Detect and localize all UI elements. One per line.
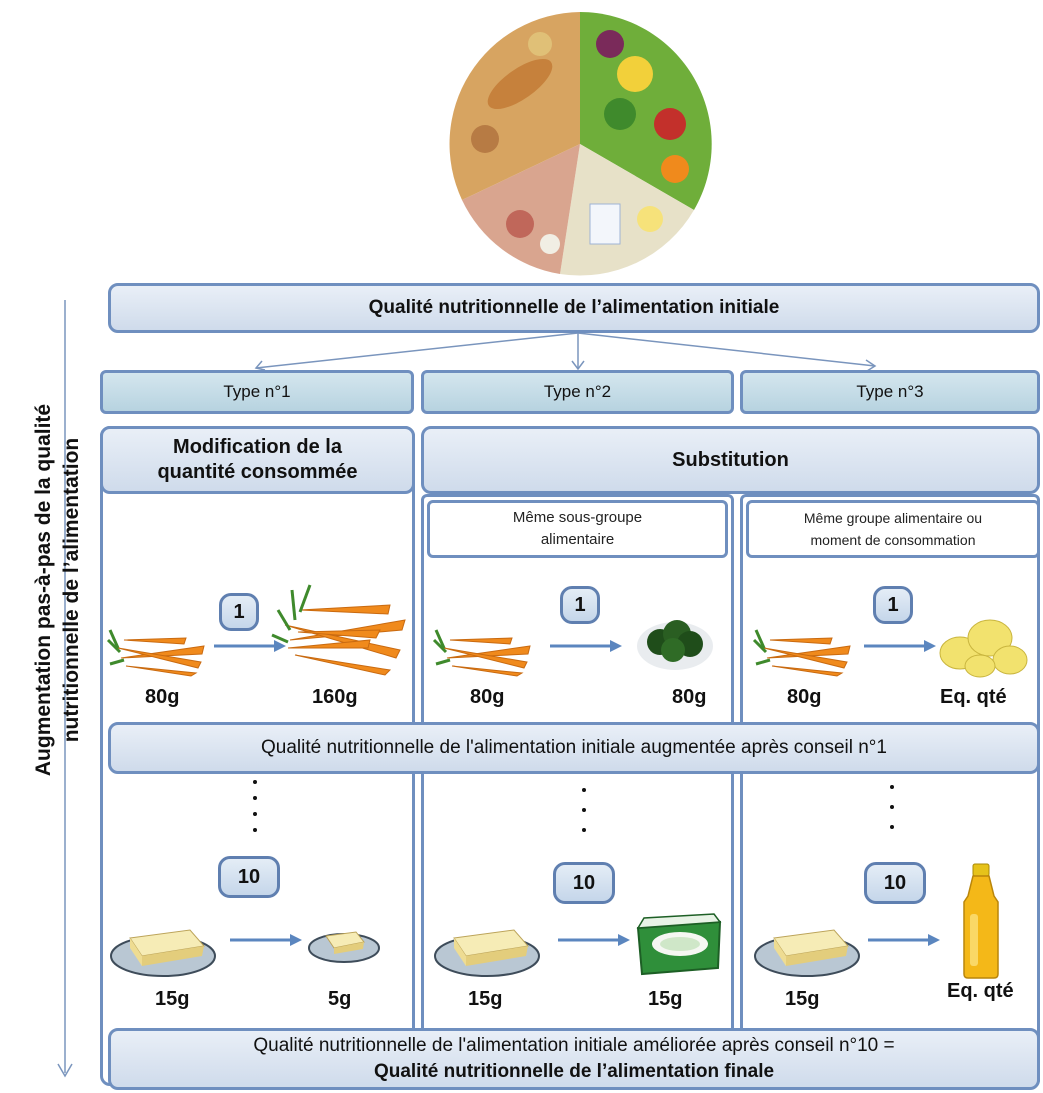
- step-10-badge: 10: [553, 862, 615, 904]
- step-1-badge: 1: [219, 593, 259, 631]
- quantity-from: 15g: [468, 988, 503, 1010]
- final-quality-box: Qualité nutritionnelle de l'alimentation…: [108, 1028, 1040, 1090]
- side-label: Augmentation pas-à-pas de la qualité nut…: [32, 403, 83, 777]
- arrow-icon: [230, 934, 302, 946]
- quantity-to: Eq. qté: [940, 686, 1007, 708]
- branch-arrows: [254, 333, 877, 372]
- same-subgroup-header: Même sous-groupe alimentaire: [427, 500, 728, 558]
- quantity-from: 80g: [145, 686, 180, 708]
- carrot-icon: [432, 629, 531, 677]
- butter-icon: [110, 929, 216, 977]
- butter-icon: [754, 929, 860, 977]
- carrot-icon: [106, 629, 205, 677]
- quantity-from: 80g: [470, 686, 505, 708]
- arrow-icon: [868, 934, 940, 946]
- step-1-badge: 1: [873, 586, 913, 624]
- continuation-dot: [253, 796, 257, 800]
- carrot-icon: [752, 629, 851, 677]
- continuation-dot: [253, 780, 257, 784]
- food-plate-icon: [449, 12, 712, 276]
- margarine-icon: [636, 913, 722, 976]
- spinach-icon: [637, 620, 713, 670]
- type-3-header: Type n°3: [740, 370, 1040, 414]
- quality-after-advice-1-box: Qualité nutritionnelle de l'alimentation…: [108, 722, 1040, 774]
- arrow-icon: [214, 640, 286, 652]
- continuation-dot: [890, 785, 894, 789]
- step-1-badge: 1: [560, 586, 600, 624]
- potato-icon: [939, 619, 1028, 678]
- arrow-icon: [550, 640, 622, 652]
- quantity-to: 80g: [672, 686, 707, 708]
- continuation-dot: [582, 808, 586, 812]
- continuation-dot: [890, 825, 894, 829]
- initial-quality-box: Qualité nutritionnelle de l’alimentation…: [108, 283, 1040, 333]
- quantity-from: 80g: [787, 686, 822, 708]
- carrot-icon: [271, 584, 406, 676]
- continuation-dot: [582, 788, 586, 792]
- quantity-to: Eq. qté: [947, 980, 1014, 1002]
- continuation-dot: [253, 812, 257, 816]
- continuation-dot: [253, 828, 257, 832]
- continuation-dot: [582, 828, 586, 832]
- type-2-header: Type n°2: [421, 370, 734, 414]
- arrow-icon: [558, 934, 630, 946]
- step-10-badge: 10: [864, 862, 926, 904]
- same-group-header: Même groupe alimentaire ou moment de con…: [746, 500, 1040, 558]
- substitution-title: Substitution: [421, 426, 1040, 494]
- quantity-modification-title: Modification de la quantité consommée: [100, 426, 415, 494]
- butter-icon: [308, 931, 380, 963]
- oil-bottle-icon: [963, 863, 999, 979]
- arrow-icon: [864, 640, 936, 652]
- quantity-to: 5g: [328, 988, 352, 1010]
- quantity-to: 15g: [648, 988, 683, 1010]
- butter-icon: [434, 929, 540, 977]
- progress-arrow: [57, 300, 73, 1078]
- continuation-dot: [890, 805, 894, 809]
- type-1-header: Type n°1: [100, 370, 414, 414]
- step-10-badge: 10: [218, 856, 280, 898]
- quantity-from: 15g: [785, 988, 820, 1010]
- quantity-from: 15g: [155, 988, 190, 1010]
- quantity-to: 160g: [312, 686, 358, 708]
